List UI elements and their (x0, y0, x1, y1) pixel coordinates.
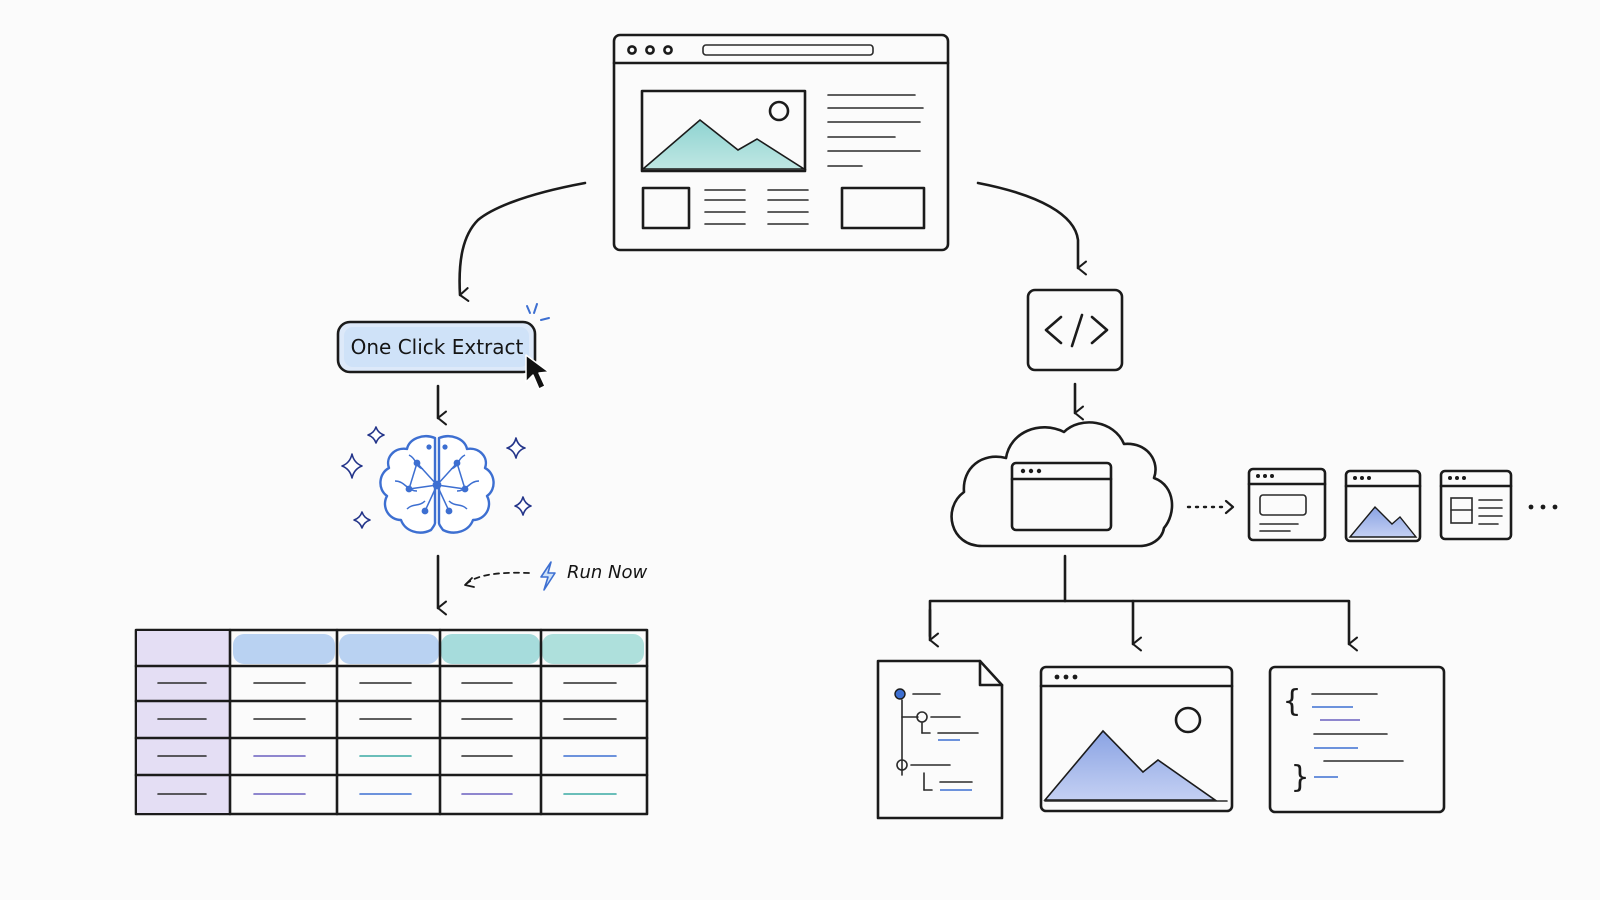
code-brackets-icon (1026, 288, 1124, 372)
header-cell (441, 634, 540, 664)
button-placeholder (840, 186, 926, 230)
code-document-icon: { } (1268, 665, 1446, 814)
svg-text:{: { (1283, 684, 1301, 719)
image-window-icon (1039, 665, 1234, 813)
arrow-to-extract (458, 181, 587, 302)
text-lines (827, 94, 924, 167)
branch-arrows (928, 554, 1359, 652)
more-ellipsis-icon (1528, 504, 1558, 510)
browser-window-icon (1010, 461, 1113, 532)
run-now-label[interactable]: Run Now (567, 562, 648, 583)
one-click-extract-button[interactable]: One Click Extract (336, 320, 537, 374)
arrow-to-code (976, 181, 1088, 276)
run-now-dashed-arrow (465, 571, 530, 585)
header-cell (339, 634, 439, 664)
header-cell (542, 634, 644, 664)
svg-text:}: } (1291, 760, 1309, 795)
extract-button-label: One Click Extract (351, 335, 524, 359)
mini-window-1 (1247, 467, 1327, 542)
sparkle-icons (341, 426, 532, 529)
window-control-dots (627, 45, 673, 55)
hero-image-icon (640, 89, 807, 173)
click-sparkle-icon (526, 303, 550, 321)
cloud-icon (950, 421, 1174, 548)
data-table (134, 628, 649, 816)
source-webpage (612, 33, 950, 252)
mouse-pointer-icon (525, 354, 550, 390)
mini-window-2 (1344, 469, 1422, 543)
lightning-bolt-icon (540, 561, 556, 591)
mini-window-3 (1439, 469, 1513, 541)
thumbnail-placeholder (641, 186, 691, 230)
text-lines (704, 189, 809, 225)
ai-brain-icon (379, 435, 495, 534)
address-bar (702, 44, 874, 56)
header-cell (233, 634, 335, 664)
document-tree-icon (876, 659, 1004, 820)
